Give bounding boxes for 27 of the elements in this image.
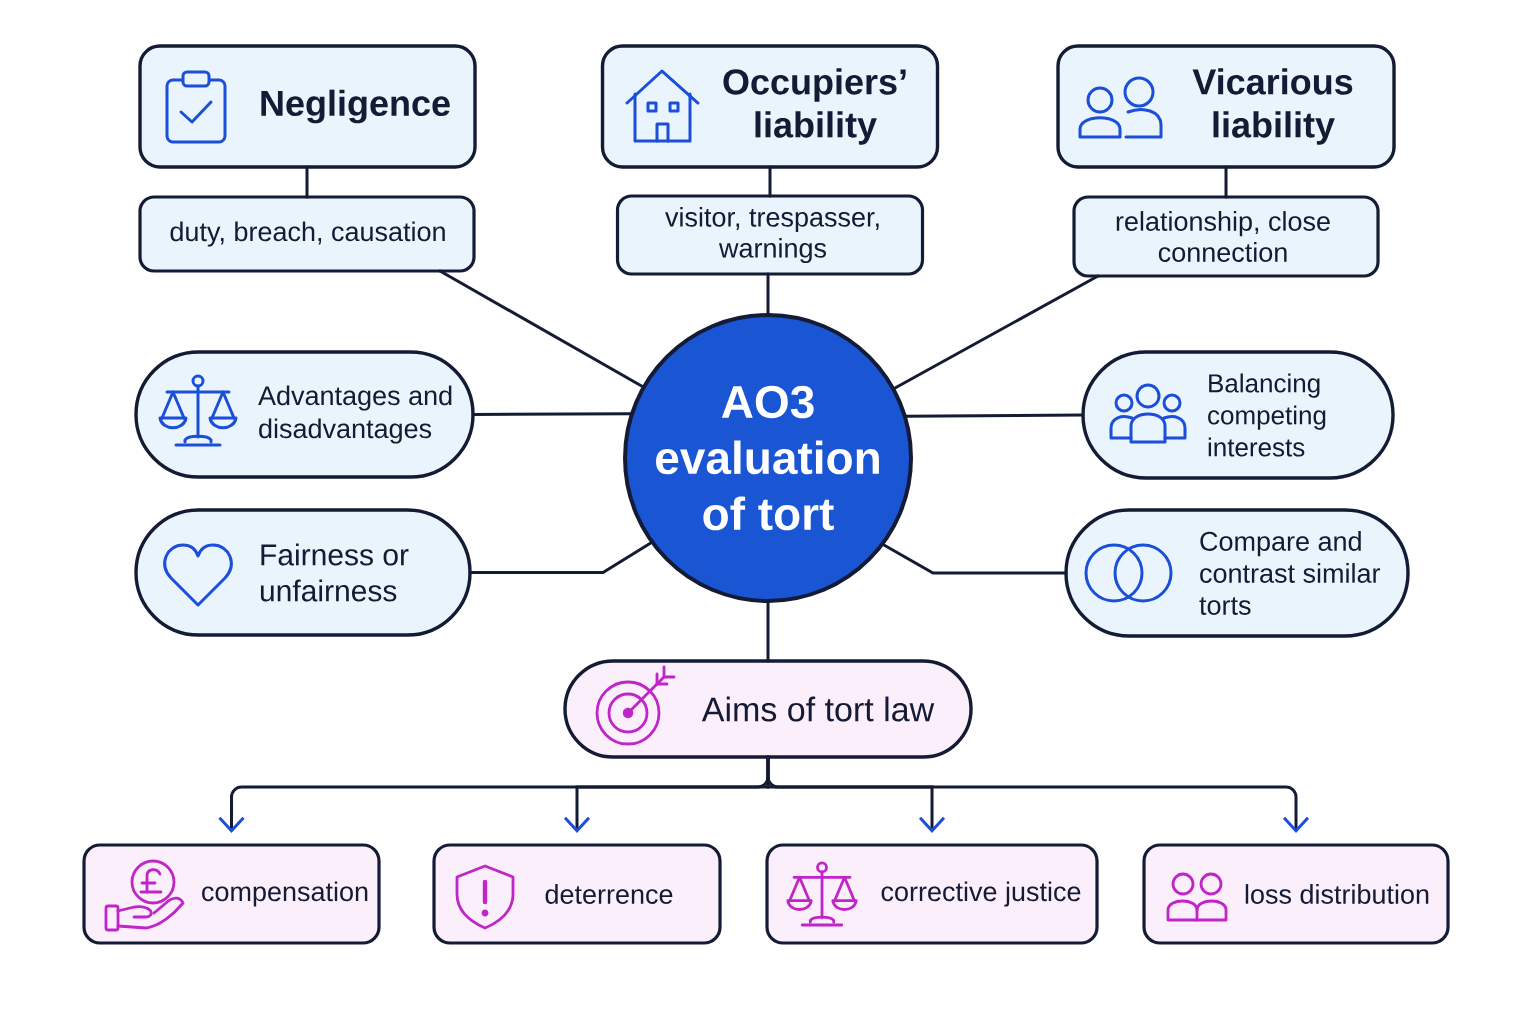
pill-box: Aims of tort law	[563, 659, 973, 759]
pill-box: Advantages and disadvantages	[134, 350, 475, 479]
keyword-box: duty, breach, causation	[138, 195, 476, 273]
connector-line	[891, 274, 1100, 391]
rounded-box: loss distribution	[1142, 843, 1450, 945]
rounded-box: compensation	[82, 843, 381, 945]
connector-line	[768, 165, 772, 198]
heading-box: Vicarious liability	[1056, 44, 1396, 169]
pill-box: Fairness or unfairness	[134, 508, 472, 637]
arrow	[766, 755, 1310, 833]
keyword-box: visitor, trespasser, warnings	[615, 194, 925, 276]
connector-line	[438, 269, 646, 389]
connector-line	[468, 540, 654, 574]
connector-line	[880, 542, 1068, 575]
heading-box: Negligence	[138, 44, 477, 169]
connector-line	[766, 272, 770, 317]
rounded-box: deterrence	[432, 843, 722, 945]
connector-line	[471, 412, 634, 416]
rounded-box: corrective justice	[765, 843, 1099, 945]
pill-box: Compare and contrast similar torts	[1064, 508, 1410, 638]
connector-line	[903, 413, 1085, 418]
connector-line	[305, 165, 309, 199]
pill-box: Balancing competing interests	[1081, 350, 1395, 480]
connector-line	[766, 599, 770, 663]
keyword-box: relationship, close connection	[1072, 195, 1380, 278]
heading-box: Occupiers’ liability	[600, 44, 940, 169]
connector-line	[1224, 165, 1228, 199]
